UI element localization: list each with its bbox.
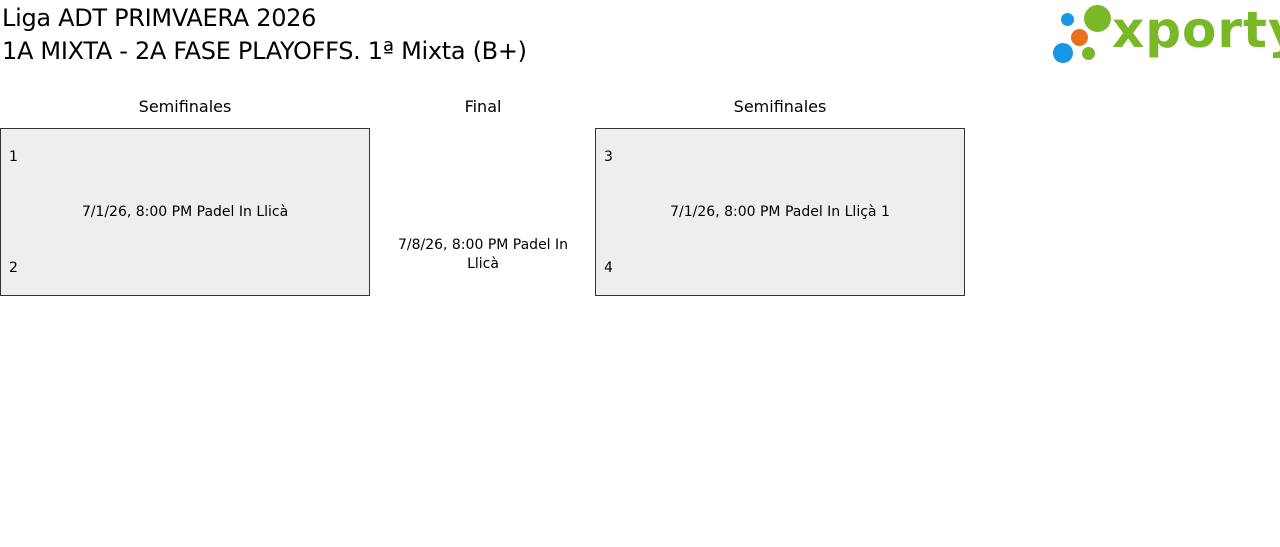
final-match-info[interactable]: 7/8/26, 8:00 PM Padel In Llicà bbox=[397, 237, 569, 272]
left-semifinal-match[interactable]: 1 7/1/26, 8:00 PM Padel In Llicà 2 bbox=[0, 128, 370, 296]
logo-wordmark: xporty bbox=[1112, 1, 1280, 59]
left-semifinal-header: Semifinales bbox=[138, 97, 232, 116]
logo-dots-icon bbox=[1050, 4, 1114, 68]
right-semifinal-seed-top: 3 bbox=[604, 149, 613, 165]
competition-subtitle: 1A MIXTA - 2A FASE PLAYOFFS. 1ª Mixta (B… bbox=[2, 37, 527, 65]
left-semifinal-seed-top: 1 bbox=[9, 149, 18, 165]
right-semifinal-match[interactable]: 3 7/1/26, 8:00 PM Padel In Lliçà 1 4 bbox=[595, 128, 965, 296]
right-semifinal-seed-bottom: 4 bbox=[604, 260, 613, 276]
left-semifinal-seed-bottom: 2 bbox=[9, 260, 18, 276]
final-header: Final bbox=[464, 97, 502, 116]
right-semifinal-info: 7/1/26, 8:00 PM Padel In Lliçà 1 bbox=[670, 204, 890, 220]
league-title: Liga ADT PRIMVAERA 2026 bbox=[2, 4, 317, 32]
left-semifinal-info: 7/1/26, 8:00 PM Padel In Llicà bbox=[81, 204, 289, 220]
xporty-logo[interactable]: xporty bbox=[1050, 1, 1280, 68]
right-semifinal-header: Semifinales bbox=[733, 97, 827, 116]
